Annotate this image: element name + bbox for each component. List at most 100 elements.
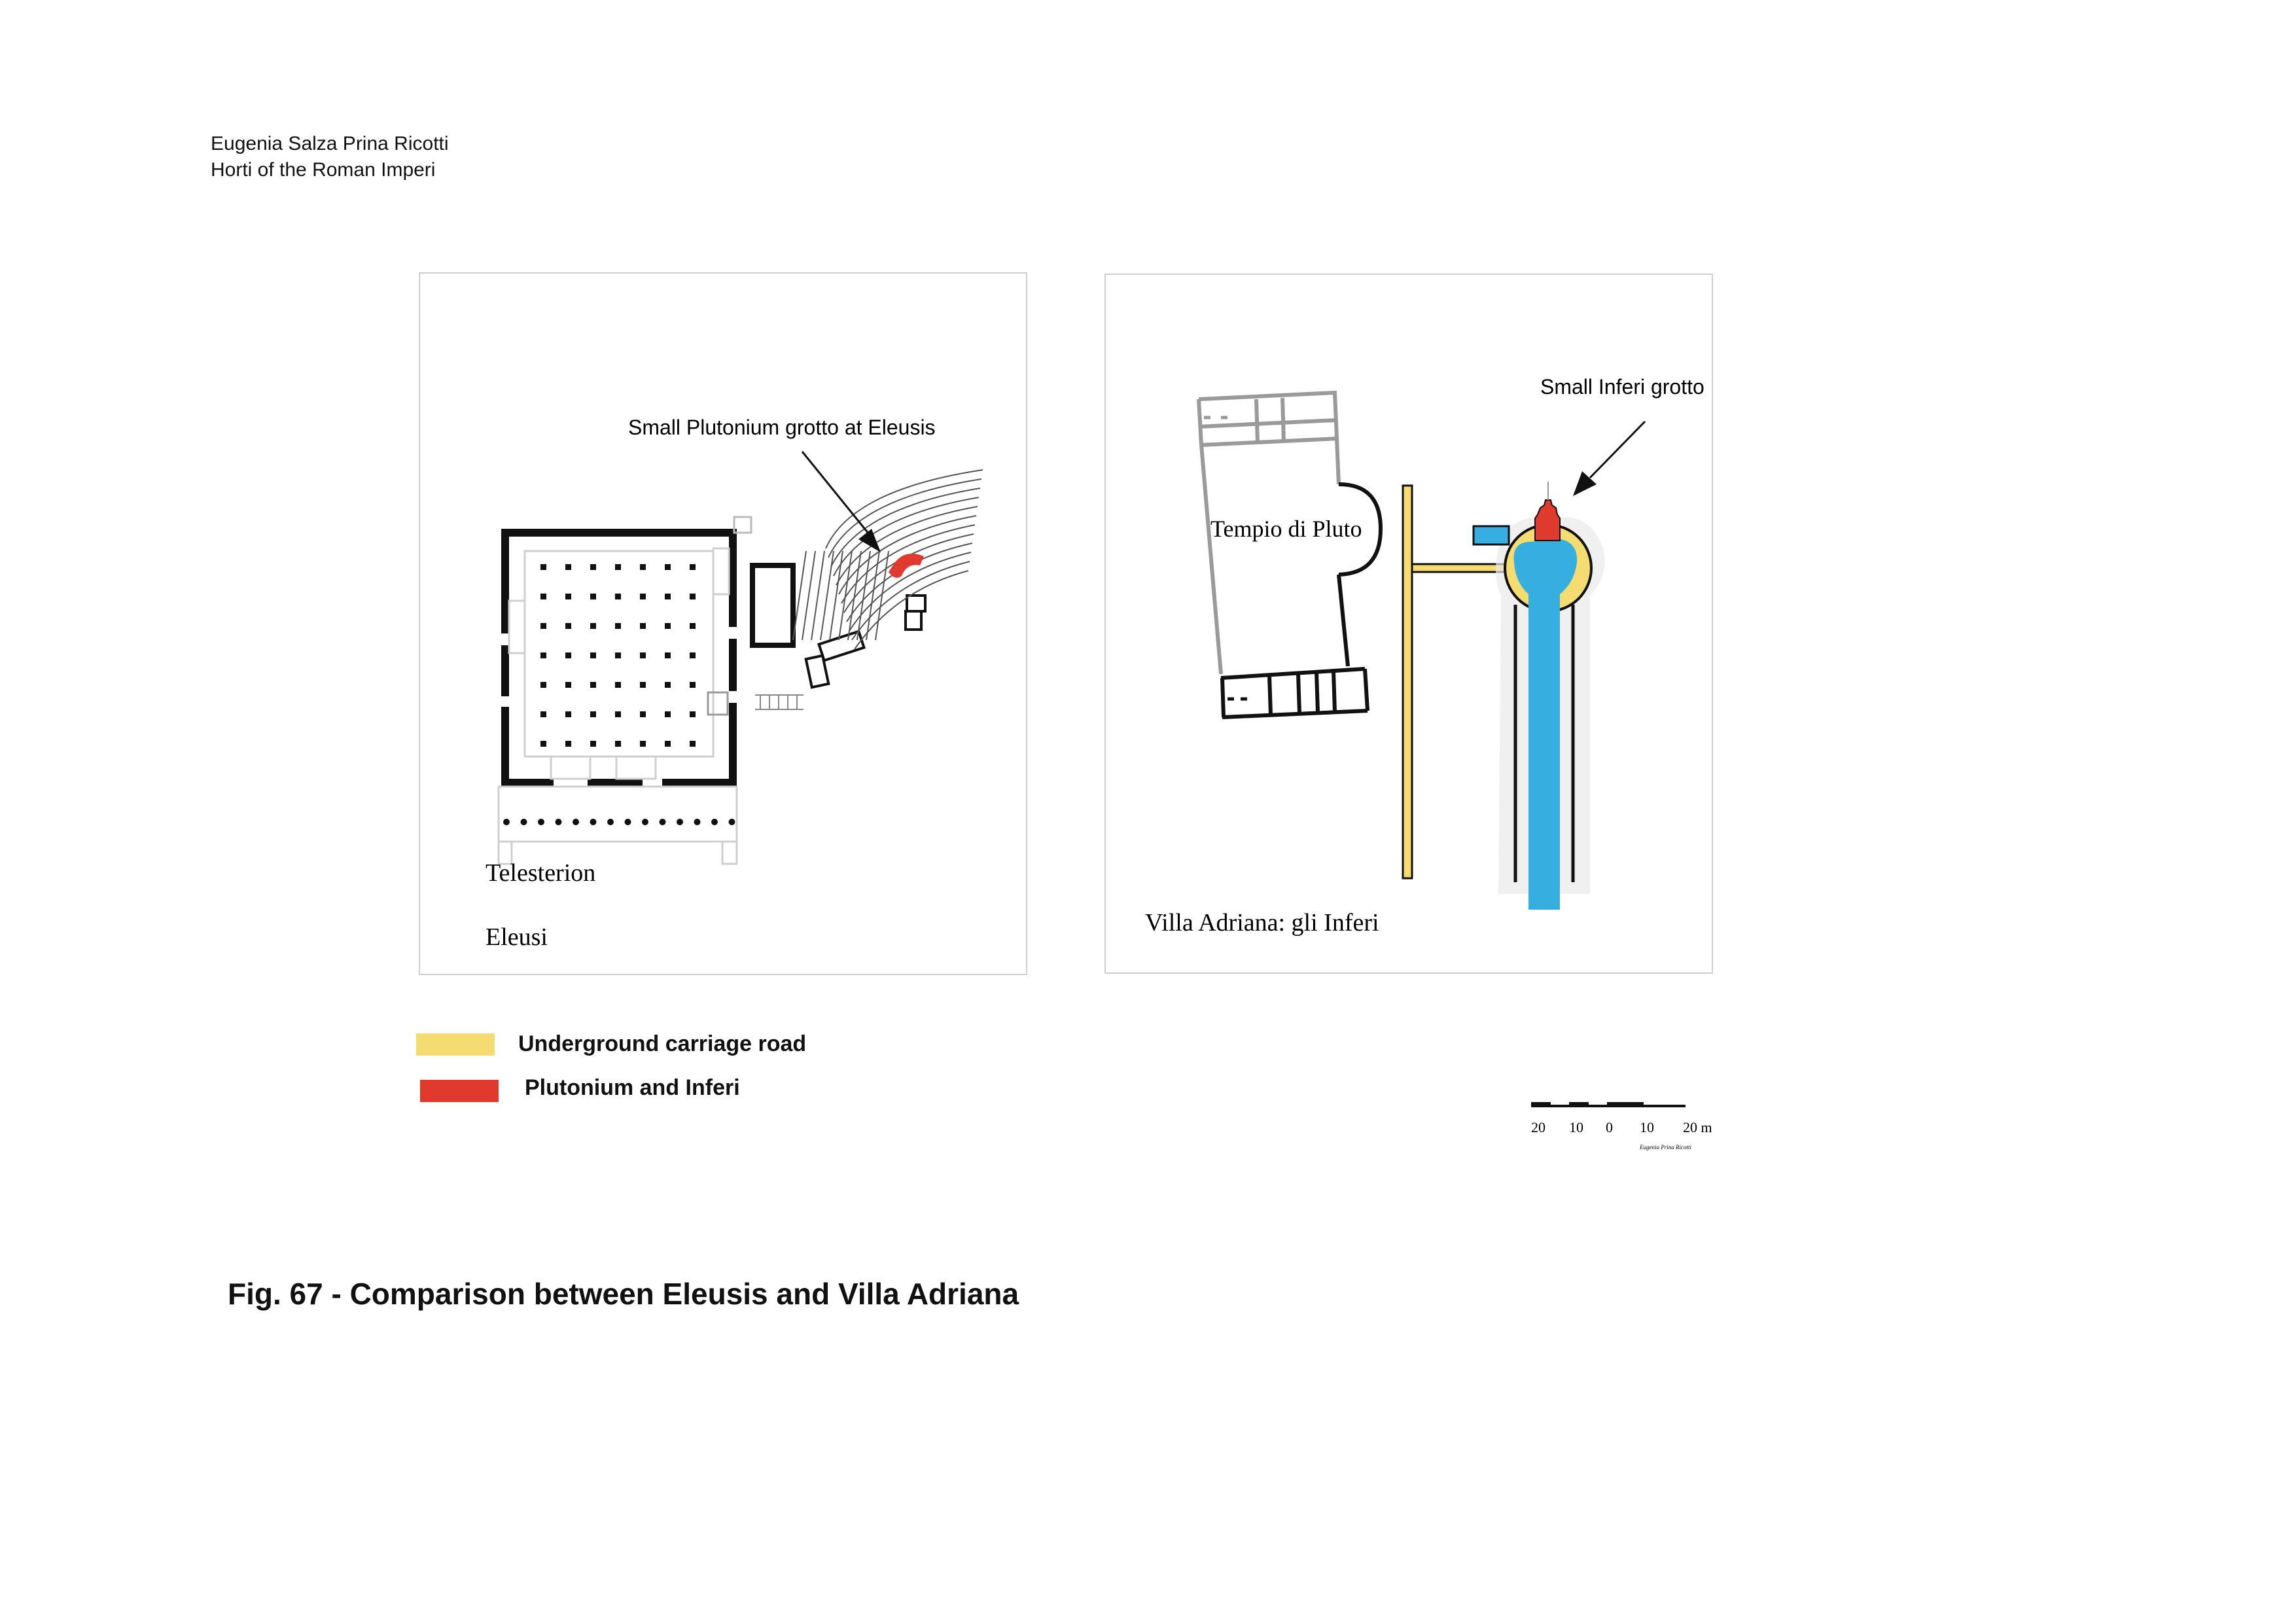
scale-tick-4: 20 m <box>1683 1119 1712 1135</box>
column-dot <box>665 711 671 717</box>
column-dot <box>615 623 621 629</box>
scale-tick-1: 10 <box>1569 1119 1583 1135</box>
scale-tick-3: 10 <box>1640 1119 1654 1135</box>
arrow-to-plutonium <box>801 451 881 552</box>
telesterion-columns <box>540 564 696 747</box>
column-dot <box>540 741 546 747</box>
column-dot <box>615 711 621 717</box>
telesterion-inner-outline <box>497 516 752 865</box>
column-dot <box>615 594 621 599</box>
contour-line <box>829 550 843 641</box>
portico-columns <box>503 819 735 825</box>
contour-line <box>847 550 862 641</box>
contour-line <box>792 550 807 641</box>
column-dot <box>540 652 546 658</box>
side-structures <box>750 563 927 689</box>
telesterion-label: Telesterion <box>486 859 595 887</box>
column-dot <box>565 623 571 629</box>
column-dot <box>640 594 646 599</box>
eleusi-label: Eleusi <box>486 923 548 951</box>
contour-line <box>825 469 983 549</box>
scale-bar: 20 10 0 10 20 m Eugenia Prina Ricotti <box>1531 1102 1712 1150</box>
portico-column <box>728 819 735 825</box>
column-dot <box>590 623 596 629</box>
contour-line <box>820 550 834 641</box>
contour-line <box>811 550 825 641</box>
column-dot <box>690 711 696 717</box>
contour-line <box>851 561 970 641</box>
contour-line <box>838 515 977 595</box>
column-dot <box>690 682 696 688</box>
portico-column <box>677 819 683 825</box>
inferi-arrow-label: Small Inferi grotto <box>1540 375 1704 399</box>
terrain-contours <box>792 469 983 650</box>
contour-line <box>857 550 871 641</box>
plutonium-grotto-red <box>889 554 924 578</box>
contour-line <box>866 550 880 641</box>
yellow-swatch-icon <box>416 1033 495 1056</box>
figure-caption: Fig. 67 - Comparison between Eleusis and… <box>228 1277 1019 1311</box>
scale-tick-2: 0 <box>1606 1119 1613 1135</box>
column-dot <box>540 711 546 717</box>
tempio-label: Tempio di Pluto <box>1210 516 1362 542</box>
blue-basin <box>1472 525 1510 546</box>
column-dot <box>690 594 696 599</box>
portico-column <box>659 819 666 825</box>
legend-label-plutonium: Plutonium and Inferi <box>525 1075 740 1100</box>
column-dot <box>690 623 696 629</box>
villa-adriana-panel: Small Inferi grotto Tempio di Pluto Vill… <box>1104 274 1713 974</box>
column-dot <box>590 564 596 570</box>
column-dot <box>590 652 596 658</box>
author-name: Eugenia Salza Prina Ricotti <box>211 133 449 154</box>
contour-line <box>830 488 981 567</box>
column-dot <box>640 623 646 629</box>
column-dot <box>565 741 571 747</box>
scale-credit: Eugenia Prina Ricotti <box>1639 1144 1691 1150</box>
column-dot <box>615 682 621 688</box>
column-dot <box>540 682 546 688</box>
column-dot <box>665 652 671 658</box>
inferi-water-channel <box>1513 539 1578 910</box>
column-dot <box>615 741 621 747</box>
contour-line <box>875 550 889 641</box>
column-dot <box>665 623 671 629</box>
portico-column <box>555 819 562 825</box>
red-swatch-icon <box>420 1080 499 1102</box>
eleusis-panel: Small Plutonium grotto at Eleusis Telest… <box>419 272 1027 975</box>
contour-line <box>838 550 853 641</box>
contour-line <box>849 552 972 632</box>
contour-line <box>836 506 978 586</box>
channel-walls <box>1513 605 1575 882</box>
column-dot <box>640 711 646 717</box>
inferi-grotto-red <box>1534 499 1561 541</box>
column-dot <box>665 594 671 599</box>
portico-column <box>624 819 631 825</box>
contour-line <box>828 478 982 558</box>
arrow-to-inferi <box>1573 420 1646 496</box>
column-dot <box>565 652 571 658</box>
column-dot <box>590 741 596 747</box>
portico-column <box>520 819 527 825</box>
legend-item-plutonium: Plutonium and Inferi <box>420 1075 740 1102</box>
column-dot <box>615 652 621 658</box>
column-dot <box>540 594 546 599</box>
contour-line <box>802 550 816 641</box>
column-dot <box>640 652 646 658</box>
portico-column <box>503 819 510 825</box>
contour-line <box>841 524 976 604</box>
scale-tick-0: 20 <box>1531 1119 1545 1135</box>
contour-line <box>833 497 980 577</box>
column-dot <box>565 564 571 570</box>
column-dot <box>590 711 596 717</box>
column-dot <box>665 682 671 688</box>
villa-adriana-label: Villa Adriana: gli Inferi <box>1145 909 1379 936</box>
column-dot <box>690 741 696 747</box>
column-dot <box>540 564 546 570</box>
column-dot <box>690 652 696 658</box>
eleusis-plan: Small Plutonium grotto at Eleusis Telest… <box>486 416 983 951</box>
legend-label-road: Underground carriage road <box>518 1031 807 1056</box>
inferi-plan: Small Inferi grotto Tempio di Pluto Vill… <box>1145 375 1704 936</box>
legend-item-road: Underground carriage road <box>416 1031 806 1057</box>
portico-column <box>642 819 648 825</box>
steps <box>755 694 804 710</box>
